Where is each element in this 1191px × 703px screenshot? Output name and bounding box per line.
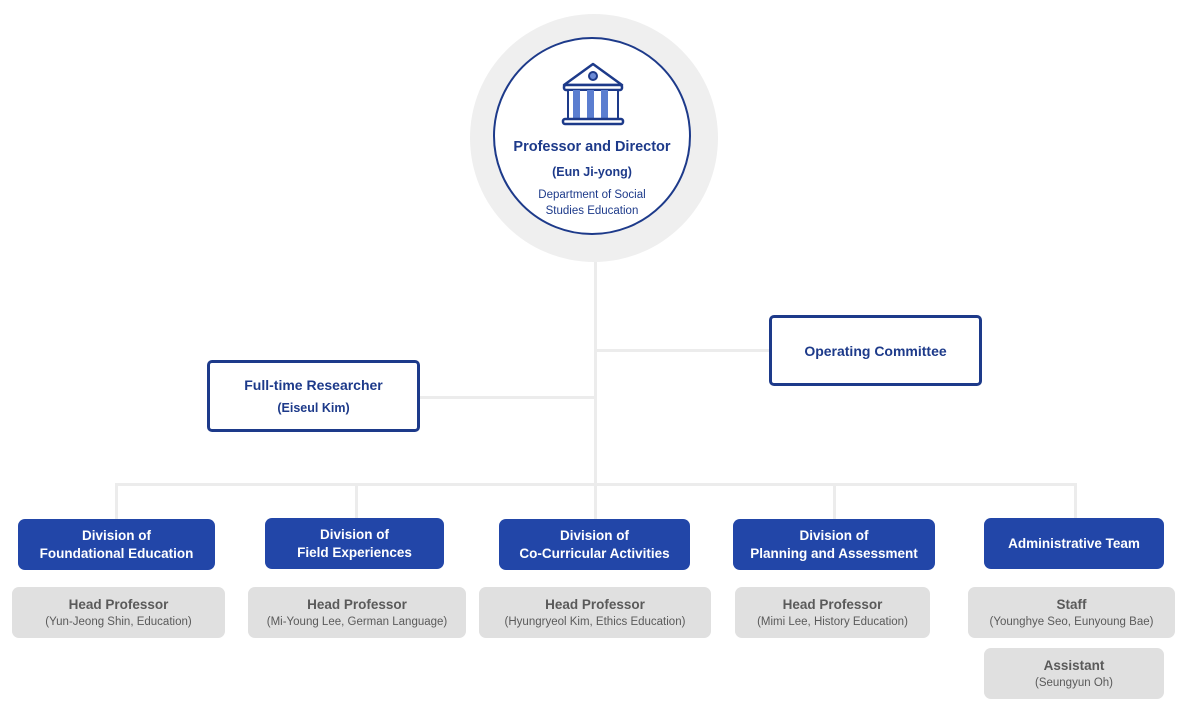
director-department-line1: Department of Social [538,189,646,201]
division-node-planning[interactable]: Division of Planning and Assessment [733,519,935,570]
committee-title: Operating Committee [804,342,947,359]
head-professor-foundational[interactable]: Head Professor (Yun-Jeong Shin, Educatio… [12,587,225,638]
head-name: (Yun-Jeong Shin, Education) [45,615,192,628]
connector-drop-3 [594,483,597,520]
head-name: (Hyungryeol Kim, Ethics Education) [504,615,686,628]
connector-drop-2 [355,483,358,520]
assistant-title: Assistant [1043,657,1105,673]
assistant-name: (Seungyun Oh) [1035,676,1113,689]
director-name: (Eun Ji-yong) [552,165,632,179]
admin-team-title: Administrative Team [1008,535,1140,551]
division-line1: Division of [559,527,629,543]
connector-drop-4 [833,483,836,520]
researcher-name: (Eiseul Kim) [277,401,350,415]
division-line1: Division of [319,526,389,542]
researcher-title: Full-time Researcher [244,377,383,393]
division-line2: Planning and Assessment [750,545,918,561]
division-line1: Division of [81,527,151,543]
committee-node[interactable]: Operating Committee [769,315,982,386]
connector-committee [594,349,770,352]
director-node[interactable]: Professor and Director (Eun Ji-yong) Dep… [493,37,691,235]
assistant-node[interactable]: Assistant (Seungyun Oh) [984,648,1164,699]
building-icon [561,62,625,126]
head-professor-cocurricular[interactable]: Head Professor (Hyungryeol Kim, Ethics E… [479,587,711,638]
director-department: Department of Social Studies Education [520,187,664,219]
researcher-node[interactable]: Full-time Researcher (Eiseul Kim) [207,360,420,432]
division-node-cocurricular[interactable]: Division of Co-Curricular Activities [499,519,690,570]
division-node-foundational[interactable]: Division of Foundational Education [18,519,215,570]
head-title: Head Professor [782,596,883,612]
division-line1: Division of [799,527,869,543]
staff-node[interactable]: Staff (Younghye Seo, Eunyoung Bae) [968,587,1175,638]
division-line2: Co-Curricular Activities [519,545,670,561]
head-name: (Mimi Lee, History Education) [757,615,908,628]
connector-trunk [594,250,597,486]
admin-team-node[interactable]: Administrative Team [984,518,1164,569]
head-title: Head Professor [545,596,645,612]
head-professor-planning[interactable]: Head Professor (Mimi Lee, History Educat… [735,587,930,638]
connector-researcher [418,396,596,399]
head-title: Head Professor [68,596,169,612]
staff-name: (Younghye Seo, Eunyoung Bae) [989,615,1154,628]
connector-drop-5 [1074,483,1077,520]
division-node-field[interactable]: Division of Field Experiences [265,518,444,569]
head-professor-field[interactable]: Head Professor (Mi-Young Lee, German Lan… [248,587,466,638]
director-title: Professor and Director [513,139,671,155]
division-line2: Foundational Education [39,545,194,561]
staff-title: Staff [1056,596,1087,612]
connector-drop-1 [115,483,118,520]
head-title: Head Professor [307,596,407,612]
division-line2: Field Experiences [297,544,412,560]
head-name: (Mi-Young Lee, German Language) [266,615,448,628]
director-department-line2: Studies Education [545,205,639,217]
